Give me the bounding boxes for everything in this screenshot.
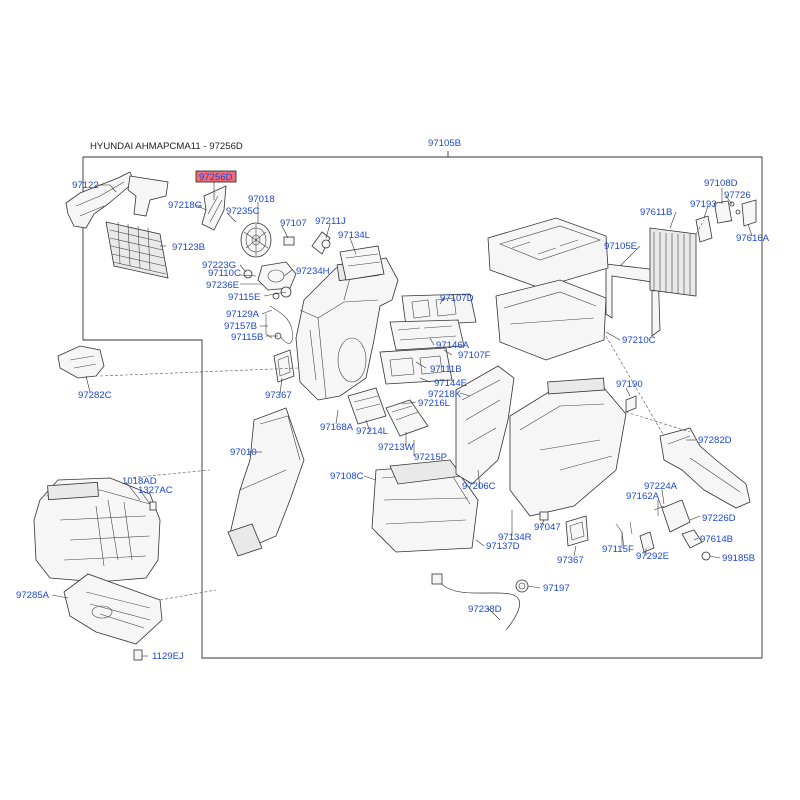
label-99185b[interactable]: 99185B xyxy=(722,553,755,564)
label-97134l[interactable]: 97134L xyxy=(338,230,371,241)
label-97107d[interactable]: 97107D xyxy=(440,293,474,304)
label-97168a[interactable]: 97168A xyxy=(320,422,354,433)
label-97256d[interactable]: 97256D xyxy=(199,172,233,183)
inset-assembly-drawing xyxy=(33,477,161,583)
label-97134r[interactable]: 97134R xyxy=(498,532,532,543)
label-97110c[interactable]: 97110C xyxy=(208,268,241,279)
cabin-filter-drawing xyxy=(649,227,697,297)
hvac-case-right-drawing xyxy=(455,365,627,517)
label-97285a[interactable]: 97285A xyxy=(16,590,50,601)
label-97214l[interactable]: 97214L xyxy=(356,426,389,437)
fastener-1129ej-drawing xyxy=(133,649,143,661)
lower-case-drawing xyxy=(371,459,479,553)
label-97129a[interactable]: 97129A xyxy=(226,309,260,320)
label-97616a[interactable]: 97616A xyxy=(736,233,770,244)
label-97108d[interactable]: 97108D xyxy=(704,178,738,189)
label-97210c[interactable]: 97210C xyxy=(622,335,656,346)
highlight-rect xyxy=(195,170,237,183)
label-97144e[interactable]: 97144E xyxy=(434,378,467,389)
label-97105e[interactable]: 97105E xyxy=(604,241,637,252)
side-duct-drawing xyxy=(659,427,751,509)
grommet-97047-drawing xyxy=(539,511,549,521)
floor-duct-drawing xyxy=(227,407,305,557)
label-97218g[interactable]: 97218G xyxy=(168,200,202,211)
actuator-small-drawing xyxy=(283,231,331,255)
97256d-part-drawing xyxy=(201,185,227,231)
label-97216l[interactable]: 97216L xyxy=(418,398,451,409)
label-97107f[interactable]: 97107F xyxy=(458,350,491,361)
duct-97282c-drawing xyxy=(57,345,105,379)
label-97122[interactable]: 97122 xyxy=(72,180,99,191)
label-97234h[interactable]: 97234H xyxy=(296,266,330,277)
label-97215p[interactable]: 97215P xyxy=(414,452,447,463)
label-97236e[interactable]: 97236E xyxy=(206,280,239,291)
label-1327ac[interactable]: 1327AC xyxy=(138,485,173,496)
label-97123b[interactable]: 97123B xyxy=(172,242,205,253)
heater-core-drawing xyxy=(105,221,169,279)
temp-door-drawing xyxy=(347,387,429,437)
drain-hose-drawing xyxy=(431,573,529,631)
label-97111b[interactable]: 97111B xyxy=(430,364,462,375)
label-97213w[interactable]: 97213W xyxy=(378,442,415,453)
leader-lines xyxy=(51,182,753,657)
dashed-leader-lines xyxy=(99,219,705,601)
label-97367-right[interactable]: 97367 xyxy=(557,555,584,566)
label-97115f[interactable]: 97115F xyxy=(602,544,634,555)
label-97611b[interactable]: 97611B xyxy=(640,207,672,218)
label-97197[interactable]: 97197 xyxy=(543,583,570,594)
label-97211j[interactable]: 97211J xyxy=(315,216,346,227)
part-labels: 97122 97256D 97218G 97235C 97018 97107 9… xyxy=(16,172,770,662)
actuator-right-drawing xyxy=(615,499,711,561)
seal-left-drawing xyxy=(273,349,295,383)
label-97223g[interactable]: 97223G xyxy=(202,260,236,271)
inset-cover-drawing xyxy=(63,573,163,645)
sensor-parts-drawing xyxy=(695,199,757,243)
label-97157b[interactable]: 97157B xyxy=(224,321,257,332)
diagram-title: HYUNDAI AHMAPCMA11 - 97256D xyxy=(90,141,243,152)
label-97206c[interactable]: 97206C xyxy=(462,481,496,492)
heater-bracket-drawing xyxy=(65,171,169,229)
wiring-harness-drawing xyxy=(265,305,293,344)
label-1129ej[interactable]: 1129EJ xyxy=(152,651,184,662)
label-97108c[interactable]: 97108C xyxy=(330,471,364,482)
label-97162a[interactable]: 97162A xyxy=(626,491,660,502)
assembly-code-label[interactable]: 97105B xyxy=(428,138,461,149)
label-97115e[interactable]: 97115E xyxy=(228,292,260,303)
seal-right-drawing xyxy=(565,515,589,547)
blower-fan-drawing xyxy=(240,222,272,258)
mode-door-drawing xyxy=(379,293,477,385)
label-1018ad[interactable]: 1018AD xyxy=(122,476,157,487)
label-97115b[interactable]: 97115B xyxy=(231,332,263,343)
clip-97190-drawing xyxy=(625,395,637,413)
label-97146a[interactable]: 97146A xyxy=(436,340,470,351)
label-97614b[interactable]: 97614B xyxy=(700,534,733,545)
label-97726[interactable]: 97726 xyxy=(724,190,751,201)
label-97238d[interactable]: 97238D xyxy=(468,604,502,615)
label-97190[interactable]: 97190 xyxy=(616,379,643,390)
label-97193[interactable]: 97193 xyxy=(690,199,717,210)
97256d-highlight-box xyxy=(195,170,237,183)
label-97107-top[interactable]: 97107 xyxy=(280,218,307,229)
label-97292e[interactable]: 97292E xyxy=(636,551,669,562)
label-97047[interactable]: 97047 xyxy=(534,522,561,533)
label-97018[interactable]: 97018 xyxy=(248,194,275,205)
label-97282d[interactable]: 97282D xyxy=(698,435,732,446)
fastener-1327ac-drawing xyxy=(149,501,157,511)
intake-door-drawing xyxy=(339,245,385,281)
label-97224a[interactable]: 97224A xyxy=(644,481,678,492)
label-97367-left[interactable]: 97367 xyxy=(265,390,292,401)
upper-case-drawing xyxy=(487,217,609,361)
label-97218k[interactable]: 97218K xyxy=(428,389,462,400)
label-97226d[interactable]: 97226D xyxy=(702,513,736,524)
label-97010[interactable]: 97010 xyxy=(230,447,257,458)
label-97137d[interactable]: 97137D xyxy=(486,541,520,552)
label-97282c[interactable]: 97282C xyxy=(78,390,112,401)
main-frame xyxy=(82,151,763,659)
label-97235c[interactable]: 97235C xyxy=(226,206,260,217)
